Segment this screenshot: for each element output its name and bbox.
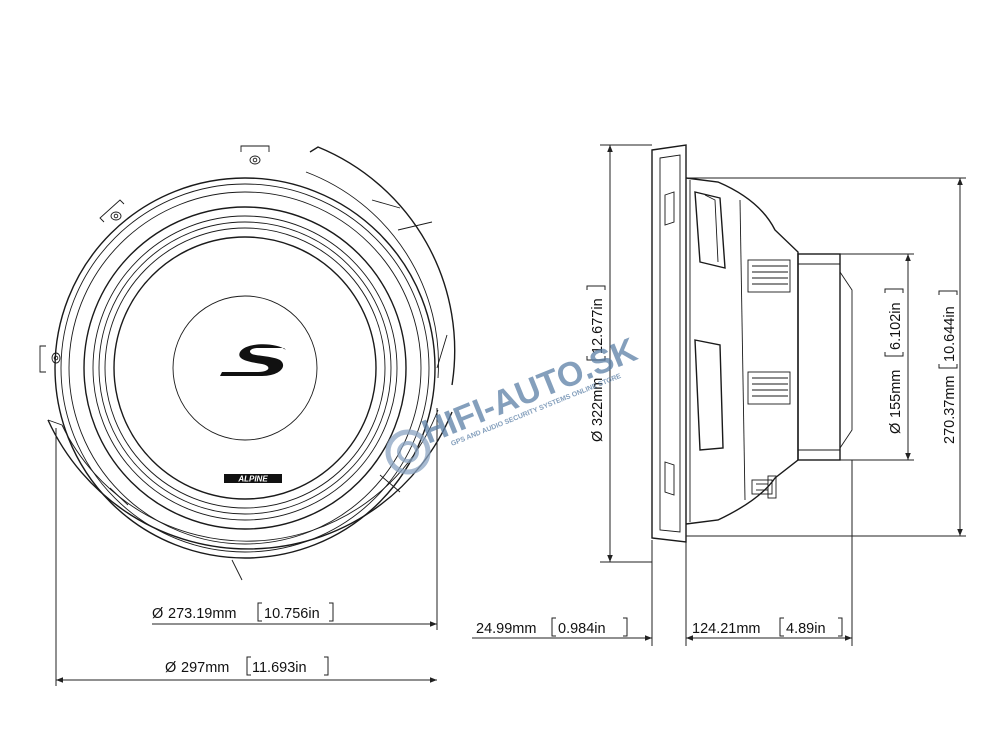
svg-text:10.756in: 10.756in — [264, 606, 320, 622]
svg-text:Ø: Ø — [590, 431, 606, 442]
svg-text:Ø: Ø — [152, 606, 163, 622]
svg-text:24.99mm: 24.99mm — [476, 621, 536, 637]
svg-text:270.37mm: 270.37mm — [942, 375, 958, 444]
mount-tab-top — [240, 145, 270, 165]
svg-text:Ø: Ø — [165, 660, 176, 676]
watermark-icon — [385, 429, 431, 475]
watermark-name: HIFI-AUTO.SK — [417, 331, 643, 452]
magnet — [797, 253, 841, 461]
svg-text:Ø: Ø — [888, 423, 904, 434]
svg-text:12.677in: 12.677in — [590, 298, 606, 354]
mount-tab-upper-left — [99, 199, 125, 223]
svg-text:11.693in: 11.693in — [252, 660, 307, 676]
svg-text:155mm: 155mm — [888, 370, 904, 418]
svg-text:273.19mm: 273.19mm — [168, 606, 237, 622]
mount-depth-label: 124.21mm 4.89in — [692, 617, 843, 637]
svg-text:297mm: 297mm — [181, 660, 229, 676]
cutout-height-label: 270.37mm 10.644in — [938, 290, 958, 444]
brand-logo: ALPINE — [224, 474, 282, 484]
svg-text:124.21mm: 124.21mm — [692, 621, 761, 637]
frame-diameter-label: Ø 322mm 12.677in — [586, 285, 606, 442]
svg-text:10.644in: 10.644in — [942, 306, 958, 362]
svg-text:4.89in: 4.89in — [786, 621, 826, 637]
dust-cap — [172, 295, 318, 441]
inner-diameter-label: Ø 273.19mm 10.756in — [152, 602, 334, 622]
svg-text:322mm: 322mm — [590, 378, 606, 426]
outer-diameter-label: Ø 297mm 11.693in — [165, 656, 329, 676]
mount-tab-left — [39, 345, 61, 373]
svg-text:0.984in: 0.984in — [558, 621, 606, 637]
cone-logo — [220, 344, 286, 376]
brand-text: ALPINE — [237, 475, 268, 484]
side-view: Ø 322mm 12.677in Ø 155mm 6.102in 270.37m… — [472, 144, 966, 646]
front-view: ALPINE Ø 273.19mm 10.756in Ø 297mm 11.69… — [39, 145, 456, 686]
svg-text:6.102in: 6.102in — [888, 302, 904, 350]
terminal — [751, 475, 777, 499]
magnet-diameter-label: Ø 155mm 6.102in — [884, 288, 904, 434]
flange-depth-label: 24.99mm 0.984in — [476, 617, 628, 637]
